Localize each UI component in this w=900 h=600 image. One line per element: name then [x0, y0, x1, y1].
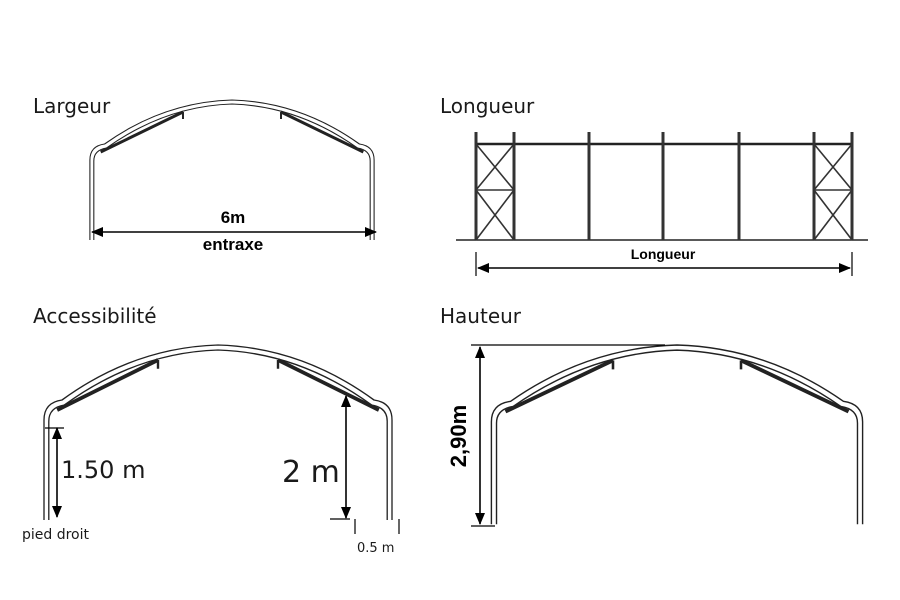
end-bracing-right [813, 143, 853, 241]
largeur-dimension-note: entraxe [203, 235, 263, 254]
panel-largeur: Largeur 6m entraxe [33, 94, 377, 254]
accessibilite-title: Accessibilité [33, 304, 157, 328]
inner-height-value: 2 m [282, 455, 340, 490]
side-height-value: 1.50 m [61, 456, 145, 484]
side-height-caption: pied droit [22, 527, 90, 543]
longueur-dimension-label: Longueur [631, 246, 696, 262]
accessibilite-arch [42, 343, 394, 522]
largeur-title: Largeur [33, 94, 111, 118]
hauteur-arch [489, 343, 865, 527]
panel-hauteur: Hauteur 2,90m [440, 304, 865, 527]
panel-longueur: Longueur [440, 94, 868, 276]
panel-accessibilite: Accessibilité 1.50 m pied droit 2 m 0.5 … [22, 304, 400, 556]
end-bracing-left [475, 143, 515, 241]
height-value: 2,90m [446, 405, 471, 467]
inner-offset-value: 0.5 m [357, 541, 394, 556]
longueur-title: Longueur [440, 94, 535, 118]
largeur-dimension-value: 6m [221, 208, 246, 227]
hauteur-title: Hauteur [440, 304, 522, 328]
frame-posts [474, 132, 854, 240]
